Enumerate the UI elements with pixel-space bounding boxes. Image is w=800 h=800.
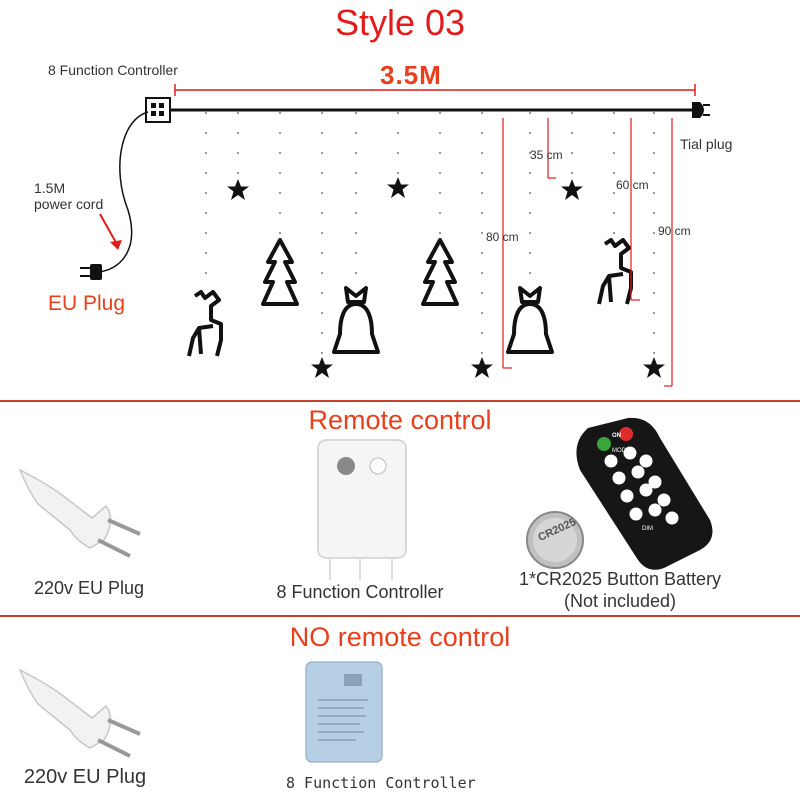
star-icon — [471, 357, 493, 378]
remote-mode-label: MODE — [612, 448, 630, 454]
tree-icon — [261, 238, 299, 306]
reindeer-icon — [187, 290, 223, 357]
battery-caption: 1*CR2025 Button Battery (Not included) — [488, 568, 752, 612]
section-divider — [0, 615, 800, 617]
bell-icon — [506, 286, 554, 354]
remote-off-label: OFF — [556, 429, 568, 435]
battery-caption-line2: (Not included) — [563, 591, 677, 611]
star-icon — [387, 177, 409, 198]
remote-section-title: Remote control — [308, 405, 492, 435]
star-icon — [311, 357, 333, 378]
tail-plug-icon — [692, 102, 710, 118]
eu-plug-icon — [18, 668, 141, 758]
plug-caption: 220v EU Plug — [23, 766, 147, 788]
page-title: Style 03 — [334, 2, 466, 43]
remote-control-icon — [576, 417, 713, 570]
controller-label: 8 Function Controller — [48, 62, 178, 78]
eu-plug-icon — [18, 468, 141, 558]
power-cord-label: 1.5M power cord — [34, 180, 103, 212]
tree-icon — [421, 238, 459, 306]
bell-icon — [332, 286, 380, 354]
controller-box-large-icon — [317, 439, 407, 580]
reindeer-icon — [597, 238, 633, 305]
star-icon — [643, 357, 665, 378]
section-divider — [0, 400, 800, 402]
tail-plug-label: Tial plug — [680, 136, 733, 152]
controller-box-blue-icon — [305, 661, 383, 763]
battery-icon — [526, 511, 584, 569]
power-cord-text: power cord — [34, 196, 104, 212]
length-80cm: 80 cm — [486, 230, 519, 244]
controller-caption: 8 Function Controller — [276, 582, 444, 602]
no-remote-section-title: NO remote control — [289, 622, 511, 652]
length-label: 3.5M — [380, 60, 442, 90]
controller-box-icon — [145, 97, 171, 123]
remote-on-label: ON — [612, 433, 621, 439]
battery-caption-line1: 1*CR2025 Button Battery — [518, 569, 722, 589]
controller-caption: 8 Function Controller — [286, 774, 476, 792]
power-cord-length: 1.5M — [34, 180, 66, 196]
eu-plug-label: EU Plug — [48, 292, 126, 315]
eu-plug-small-icon — [80, 264, 102, 280]
star-icon — [561, 179, 583, 200]
length-60cm: 60 cm — [616, 178, 649, 192]
length-90cm: 90 cm — [658, 224, 691, 238]
plug-caption: 220v EU Plug — [33, 578, 145, 598]
star-icon — [227, 179, 249, 200]
remote-dim-label: DIM — [642, 526, 653, 532]
length-35cm: 35 cm — [530, 148, 563, 162]
